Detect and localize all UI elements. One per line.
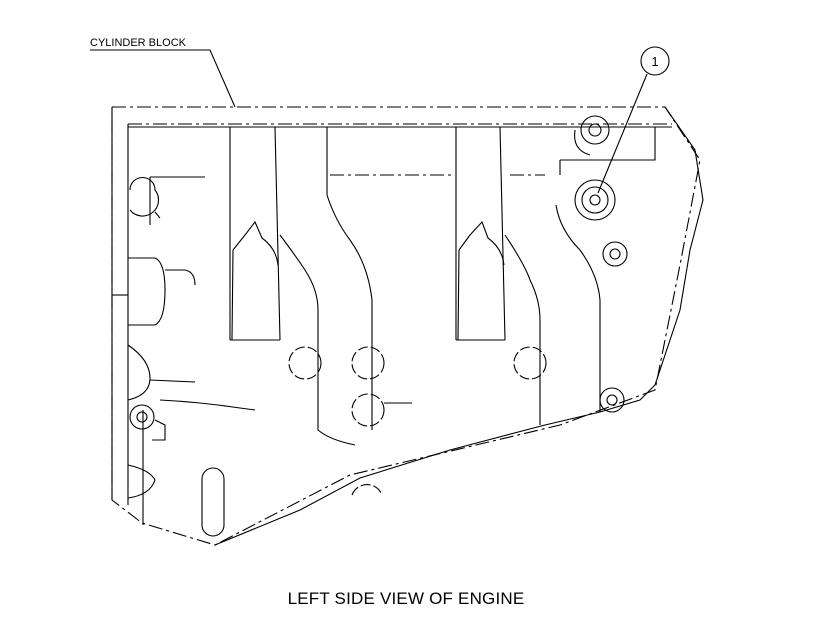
callout-1-number: 1 <box>651 54 658 69</box>
cylinder-1 <box>229 126 356 446</box>
cylinder-2 <box>455 126 541 425</box>
middle-passage <box>326 127 455 430</box>
cylinder-block-label: CYLINDER BLOCK <box>90 37 187 49</box>
right-profile <box>214 106 704 546</box>
left-bosses <box>127 176 256 537</box>
diagram-caption: LEFT SIDE VIEW OF ENGINE <box>287 589 525 608</box>
lower-bosses <box>288 346 547 496</box>
callout-1-circle <box>640 46 670 76</box>
cylinder-block-leader <box>90 49 236 108</box>
block-outline <box>111 106 701 546</box>
right-features <box>510 115 656 413</box>
callout-1-leader <box>597 73 648 194</box>
